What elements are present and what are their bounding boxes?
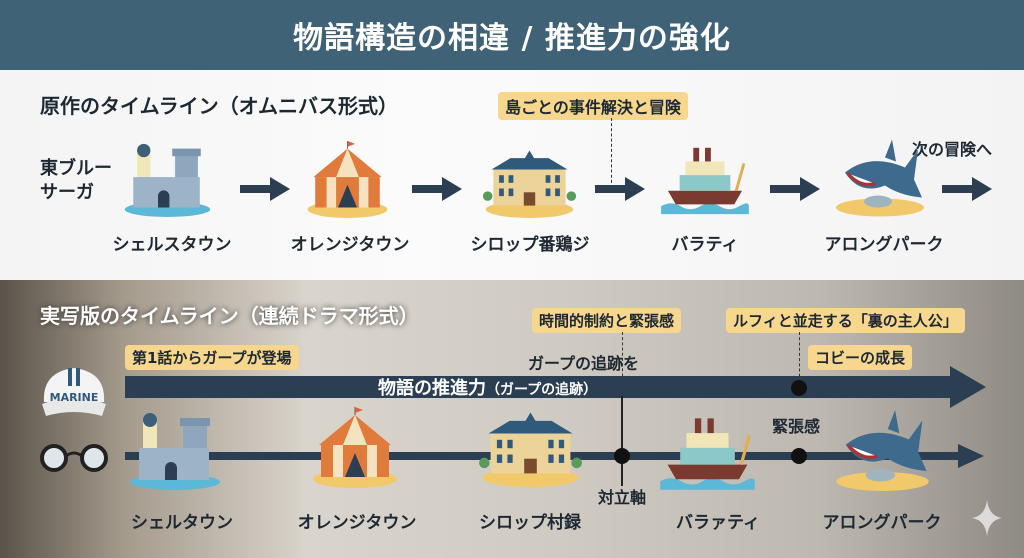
stop-label: バラティ bbox=[671, 235, 739, 255]
stop-label: アロングパーク bbox=[822, 513, 942, 533]
conflict-label: 対立軸 bbox=[598, 488, 647, 507]
callout-connector bbox=[622, 332, 623, 392]
title-bar: 物語構造の相違 / 推進力の強化 bbox=[0, 0, 1024, 70]
stop-label: シェルスタウン bbox=[112, 235, 232, 255]
time-constraint-callout: 時間的制約と緊張感 bbox=[532, 308, 682, 333]
main-arrow-title: 物語の推進力 bbox=[378, 378, 486, 399]
arrow-right-icon bbox=[412, 177, 462, 201]
orange-town-tent-icon bbox=[300, 140, 395, 218]
region-label-line: サーガ bbox=[40, 182, 94, 203]
conflict-marker bbox=[614, 448, 630, 464]
garp-callout: 第1話からガープが登場 bbox=[125, 345, 299, 370]
page-title: 物語構造の相違 / 推進力の強化 bbox=[293, 21, 731, 56]
sparkle-icon bbox=[972, 500, 1002, 536]
tension-label: 緊張感 bbox=[772, 417, 821, 436]
main-arrow-label: 物語の推進力（ガープの追跡） bbox=[378, 374, 597, 400]
stop-label: シロップ村録 bbox=[479, 513, 581, 533]
baratie-ship-icon bbox=[655, 140, 755, 218]
garp-chase-label: ガープの追跡を bbox=[528, 354, 640, 373]
main-arrow-subtitle: （ガープの追跡） bbox=[486, 382, 598, 398]
coby-callout: ルフィと並走する「裏の主人公」 bbox=[726, 308, 965, 333]
callout-connector bbox=[611, 118, 612, 188]
stop-label: オレンジタウン bbox=[297, 513, 417, 533]
stop-label: シロップ番鶏ジ bbox=[470, 235, 590, 255]
glasses-icon bbox=[40, 444, 108, 472]
arrow-right-icon bbox=[770, 177, 820, 201]
arrow-right-icon bbox=[942, 177, 992, 201]
stop-label: シェルタウン bbox=[131, 513, 233, 533]
stop-label: アロングパーク bbox=[824, 235, 944, 255]
arrow-head bbox=[950, 366, 986, 408]
syrup-village-mansion-icon bbox=[478, 400, 583, 488]
tension-marker bbox=[791, 448, 807, 464]
next-adventure-label: 次の冒険へ bbox=[912, 140, 993, 159]
callout-connector bbox=[799, 332, 800, 382]
cap-text: MARINE bbox=[50, 391, 99, 404]
live-action-heading: 実写版のタイムライン（連続ドラマ形式） bbox=[40, 304, 419, 328]
region-label: 東ブルーサーガ bbox=[40, 157, 112, 205]
marine-cap-icon: MARINE bbox=[42, 368, 106, 416]
arlong-park-shark-icon bbox=[830, 135, 930, 220]
stop-label: オレンジタウン bbox=[290, 235, 410, 255]
orange-town-tent-icon bbox=[305, 405, 405, 489]
baratie-ship-icon bbox=[655, 410, 760, 494]
narrative-drive-arrow bbox=[125, 376, 957, 398]
arrow-right-icon bbox=[240, 177, 290, 201]
original-heading: 原作のタイムライン（オムニバス形式） bbox=[40, 94, 398, 118]
arlong-park-shark-icon bbox=[830, 405, 935, 495]
syrup-village-mansion-icon bbox=[482, 140, 577, 218]
arrow-head bbox=[958, 444, 984, 468]
region-label-line: 東ブルー bbox=[40, 158, 112, 179]
shells-town-castle-icon bbox=[120, 140, 215, 218]
tension-marker bbox=[791, 380, 807, 396]
arrow-right-icon bbox=[595, 177, 645, 201]
stop-label: バラァティ bbox=[676, 513, 760, 533]
coby-growth-tag: コビーの成長 bbox=[808, 345, 913, 370]
conflict-axis-line bbox=[621, 396, 623, 486]
original-callout: 島ごとの事件解決と冒険 bbox=[498, 92, 688, 120]
shells-town-castle-icon bbox=[125, 408, 225, 492]
